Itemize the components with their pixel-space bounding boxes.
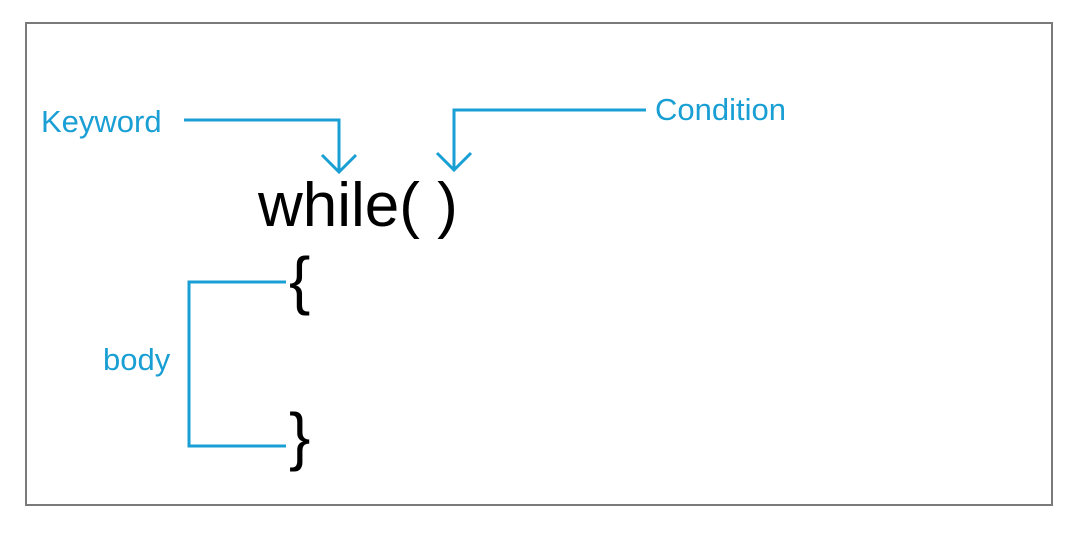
condition-arrowhead-icon <box>435 151 473 173</box>
keyword-label: Keyword <box>41 104 162 139</box>
body-bracket-line <box>187 280 286 448</box>
body-label: body <box>103 342 171 377</box>
condition-arrow-line <box>452 108 646 168</box>
diagram-frame <box>25 22 1053 506</box>
close-brace: } <box>289 400 311 472</box>
open-brace: { <box>289 244 311 316</box>
condition-label: Condition <box>655 92 786 127</box>
keyword-arrow-line <box>184 118 341 170</box>
while-statement: while( ) <box>258 171 458 240</box>
keyword-arrowhead-icon <box>320 153 358 175</box>
